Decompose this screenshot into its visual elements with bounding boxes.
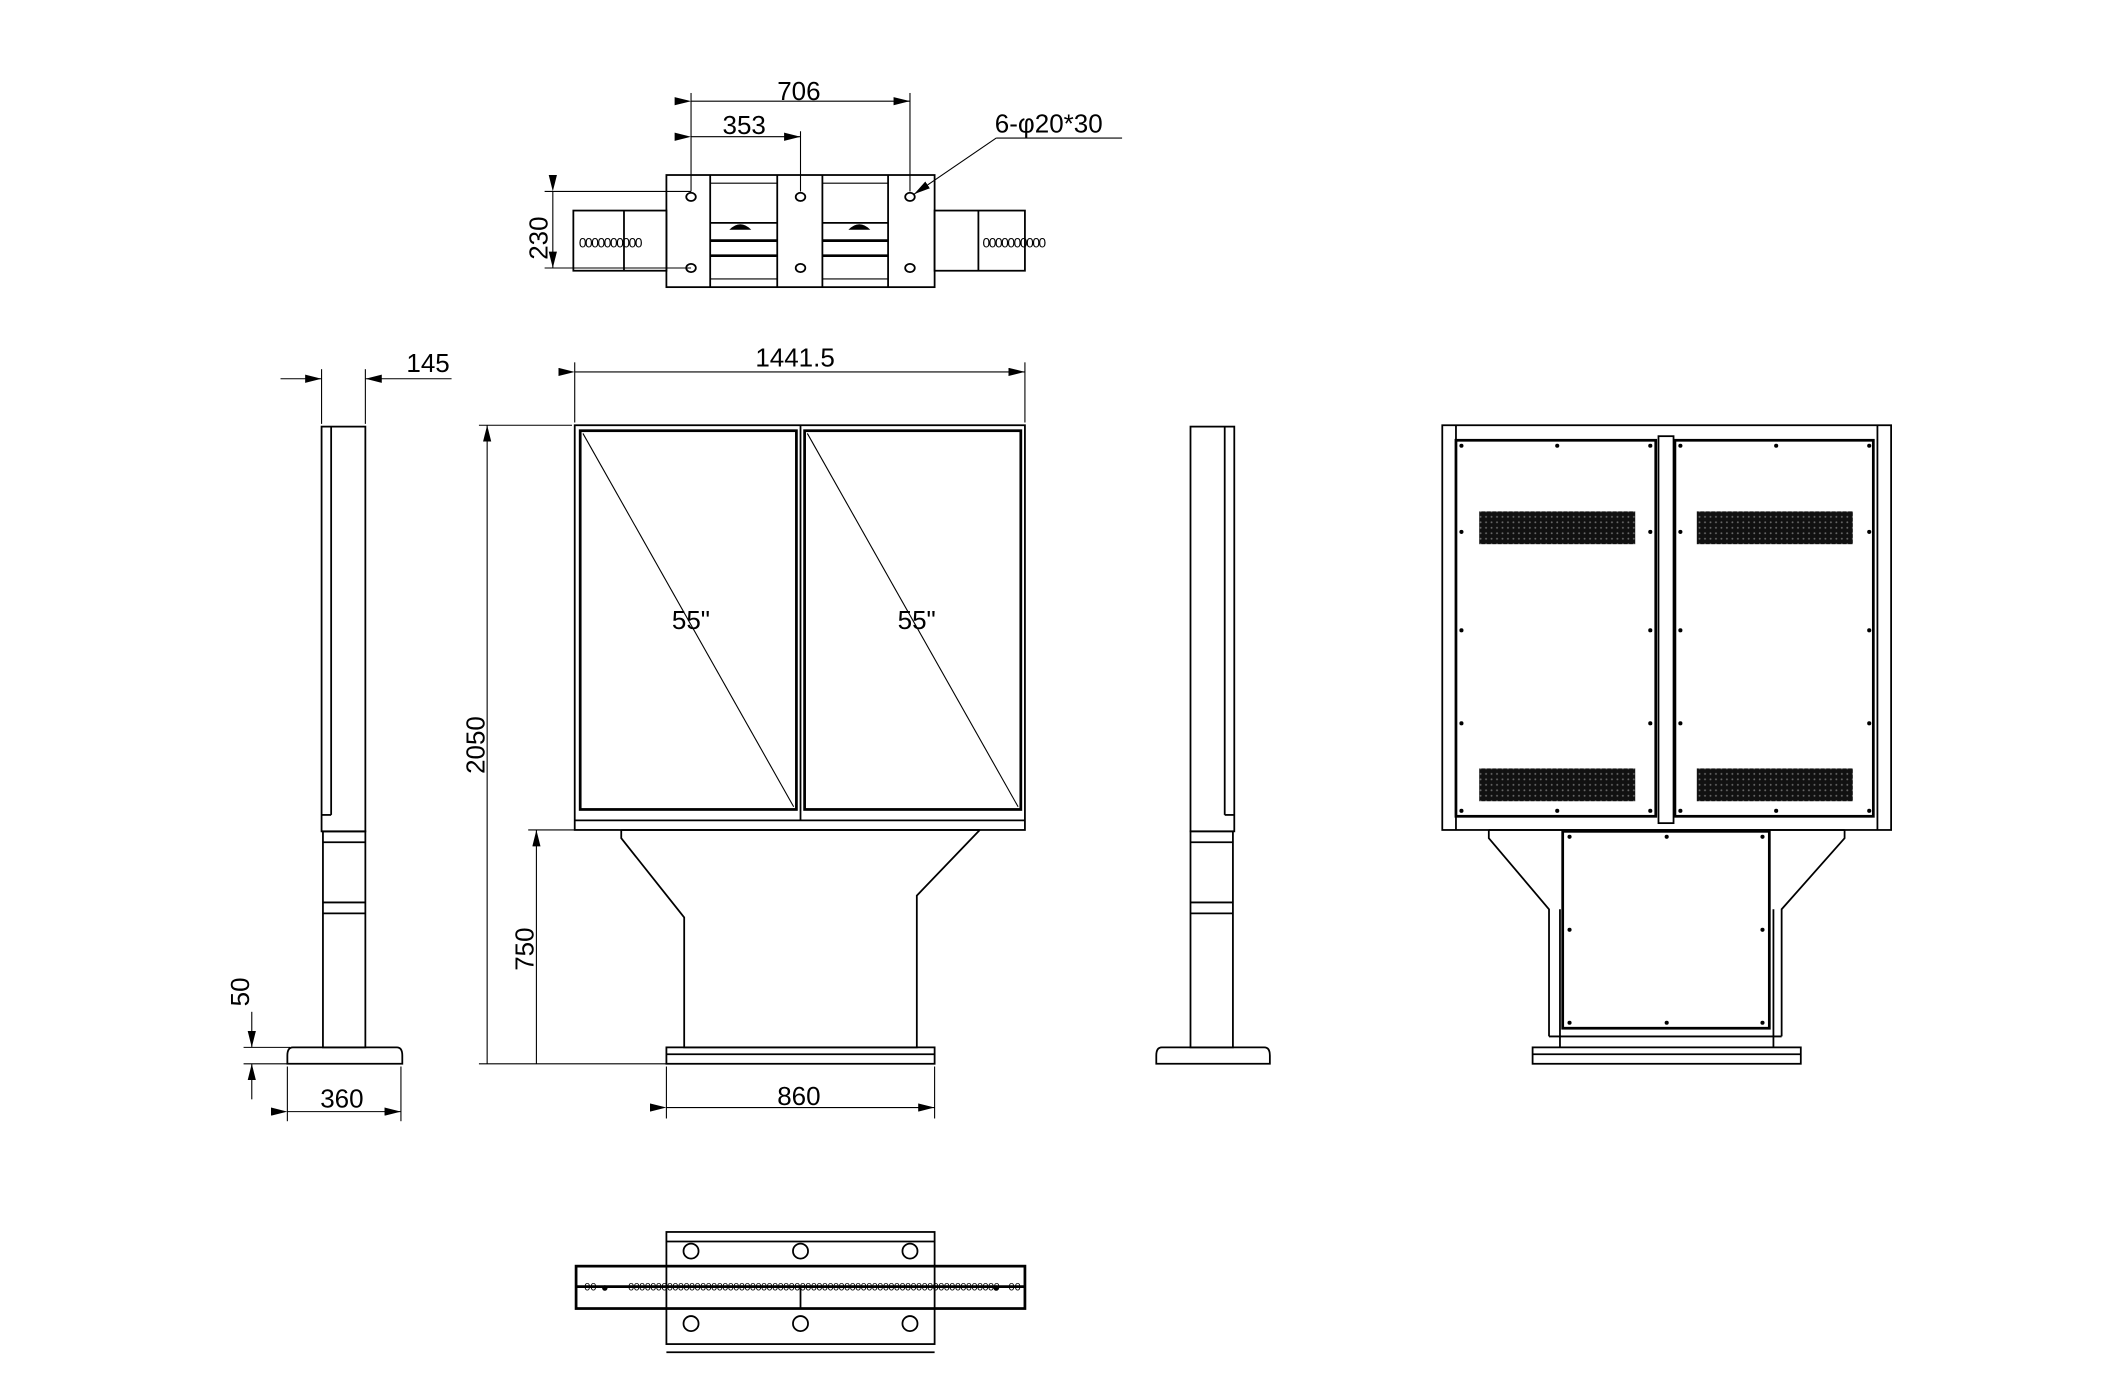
svg-text:00: 00 <box>1009 1282 1021 1294</box>
hole-callout: 6-φ20*30 <box>995 109 1103 139</box>
svg-text:0000000000: 0000000000 <box>983 235 1047 250</box>
screen-size-label: 55" <box>898 605 936 635</box>
rear-view <box>1441 424 1893 1065</box>
dim-360: 360 <box>320 1084 363 1114</box>
mounting-hole-icon <box>685 191 916 273</box>
vent-grille <box>1479 511 1636 545</box>
screw-icon <box>1459 443 1872 1025</box>
screen-right: 55" <box>806 433 1019 807</box>
svg-text:000000000000000000000000000000: 0000000000000000000000000000000000000000… <box>628 1282 1000 1294</box>
vent-grille <box>1696 768 1853 802</box>
dim-230: 230 <box>523 216 553 259</box>
bottom-view: 0000000000000000000000000000000000000000… <box>574 1231 1027 1354</box>
dim-353: 353 <box>723 110 766 140</box>
dim-750: 750 <box>510 927 540 970</box>
dim-50: 50 <box>225 977 255 1006</box>
vent-grille <box>1696 511 1853 545</box>
top-view: 0000000000 0000000000 706 353 230 6-φ20*… <box>523 76 1123 289</box>
svg-text:00: 00 <box>584 1282 596 1294</box>
vent-grille <box>1479 768 1636 802</box>
screen-left: 55" <box>582 433 795 807</box>
dim-1441-5: 1441.5 <box>755 342 834 372</box>
front-view: 55" 55" 1441.5 2050 750 860 <box>460 342 1026 1119</box>
anchor-hole-icon <box>682 1242 919 1332</box>
dim-2050: 2050 <box>460 716 490 774</box>
side-view-left: 145 50 360 <box>225 348 452 1122</box>
screen-size-label: 55" <box>672 605 710 635</box>
dim-860: 860 <box>777 1081 820 1111</box>
dim-706: 706 <box>777 76 820 106</box>
svg-text:0000000000: 0000000000 <box>579 235 643 250</box>
side-view-right <box>1155 425 1271 1065</box>
dim-145: 145 <box>406 348 449 378</box>
